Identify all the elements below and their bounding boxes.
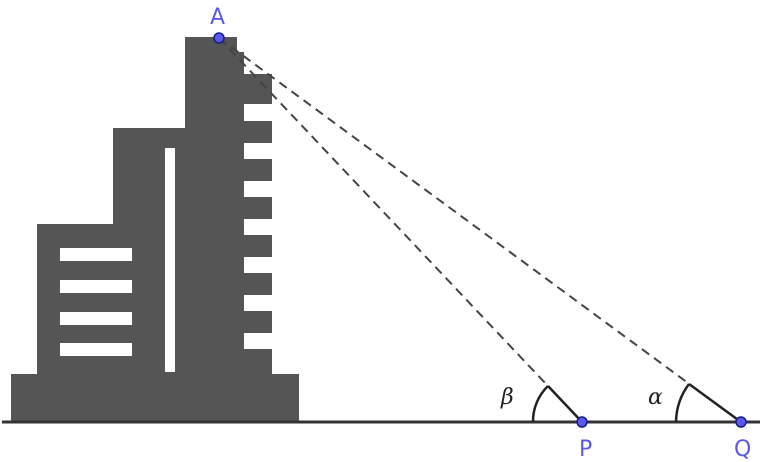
building [11, 37, 299, 422]
point-label-Q: Q [734, 437, 751, 462]
sight-line-A-P [218, 37, 583, 423]
angle-label-alpha: α [648, 385, 663, 410]
building-tower [185, 37, 237, 374]
building-ledges [230, 52, 272, 374]
point-label-P: P [579, 437, 592, 462]
building-base [11, 374, 299, 422]
point-label-A: A [210, 5, 225, 30]
building-windows [60, 148, 175, 372]
point-P[interactable] [576, 416, 588, 428]
angle-mark-at-P [531, 385, 583, 423]
point-Q[interactable] [735, 416, 747, 428]
sight-line-A-Q [218, 37, 742, 423]
angle-label-beta: β [500, 385, 514, 410]
point-A[interactable] [213, 32, 225, 44]
angle-mark-at-Q [674, 382, 742, 424]
